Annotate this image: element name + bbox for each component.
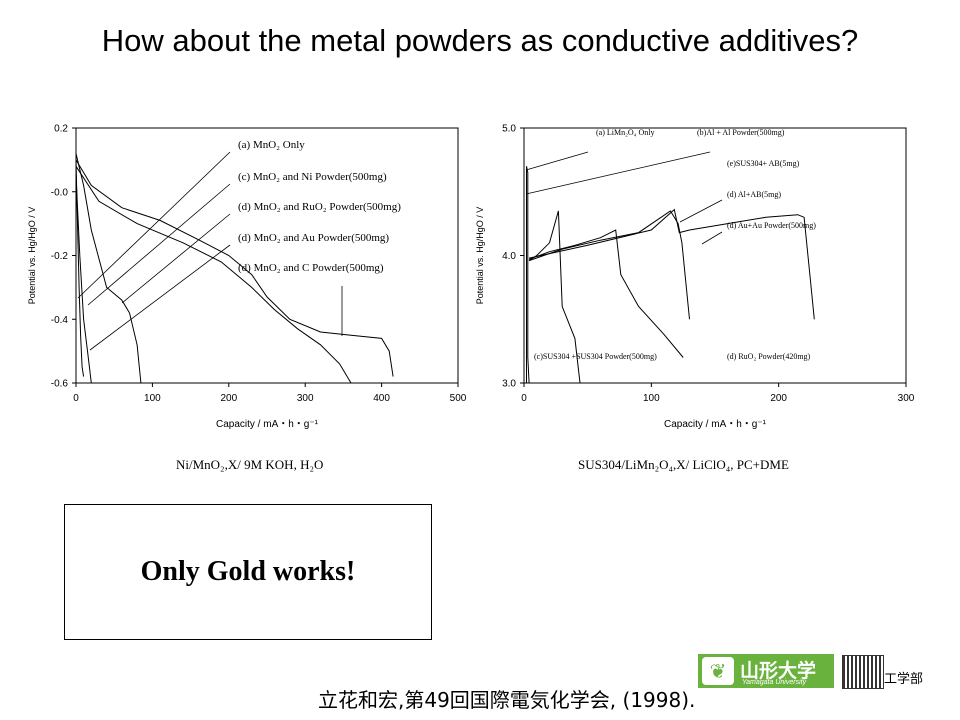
leaf-icon: ❦ [702,657,734,685]
logo-text: 山形大学 [740,660,817,682]
x-tick-label: 200 [220,393,237,404]
y-axis-label: Potential vs. Hg/HgO / V [27,207,37,305]
y-tick-label: -0.6 [51,379,69,390]
slide-title: How about the metal powders as conductiv… [101,23,859,58]
y-tick-label: -0.2 [51,251,69,262]
caption-left: Ni/MnO₂,X/ 9M KOH, H₂O [176,457,324,472]
conclusion-box: Only Gold works! [64,504,432,640]
annotation-label: (d) RuO₂ Powder(420mg) [727,352,811,361]
annotation-leader [701,231,723,245]
conclusion-text: Only Gold works! [140,556,356,587]
caption-right: SUS304/LiMn₂O₄,X/ LiClO₄, PC+DME [578,457,789,472]
y-tick-label: 0.2 [54,124,68,135]
series-line-3 [75,153,142,384]
x-tick-label: 0 [73,393,79,404]
plot-frame [523,127,907,384]
annotation-label: (d) MnO₂ and C Powder(500mg) [238,262,384,274]
y-tick-label: -0.4 [51,315,69,326]
x-tick-label: 300 [297,393,314,404]
series-line-1 [75,159,85,377]
series-line-4 [75,159,394,377]
x-tick-label: 200 [770,393,787,404]
x-axis-label: Capacity / mA・h・g⁻¹ [664,419,767,430]
annotation-label: (c)SUS304 +SUS304 Powder(500mg) [534,352,657,361]
citation: 立花和宏,第49回国際電気化学会, (1998). [318,688,696,712]
series-line-3 [528,229,684,358]
series-line-2 [75,175,92,384]
university-logo: ❦ 山形大学 Yamagata University [698,654,834,688]
y-tick-label: -0.0 [51,187,69,198]
annotation-leader [121,213,231,304]
annotation-label: (b)Al + Al Powder(500mg) [697,128,785,137]
x-tick-label: 100 [643,393,660,404]
annotation-label: (d) Al+AB(5mg) [727,190,781,199]
annotation-leader [525,151,711,195]
x-tick-label: 400 [373,393,390,404]
annotation-label: (d) MnO₂ and RuO₂ Powder(500mg) [238,201,401,213]
series-line-2 [528,210,581,384]
series-line-1 [526,166,530,384]
building-seal-icon [842,655,884,689]
series-line-5 [75,166,352,384]
annotation-leader [679,199,723,223]
x-tick-label: 500 [450,393,467,404]
annotation-label: (e)SUS304+ AB(5mg) [727,159,800,168]
series-line-5 [528,208,815,320]
annotation-leader [89,244,231,351]
plot-frame [75,127,459,384]
y-tick-label: 4.0 [502,251,516,262]
annotation-leader [525,151,589,171]
y-tick-label: 5.0 [502,124,516,135]
annotation-label: (a) LiMn₂O₄ Only [596,128,654,137]
x-tick-label: 300 [898,393,915,404]
logo-subtext: Yamagata University [742,679,807,686]
annotation-leader [87,183,231,306]
x-tick-label: 0 [521,393,527,404]
annotation-label: (c) MnO₂ and Ni Powder(500mg) [238,171,387,183]
x-axis-label: Capacity / mA・h・g⁻¹ [216,419,319,430]
annotation-leader [77,151,231,299]
y-tick-label: 3.0 [502,379,516,390]
annotation-label: (d) MnO₂ and Au Powder(500mg) [238,232,389,244]
x-tick-label: 100 [144,393,161,404]
y-axis-label: Potential vs. Hg/HgO / V [475,207,485,305]
faculty-label: 工学部 [884,672,924,687]
series-line-4 [528,210,690,320]
annotation-label: (a) MnO₂ Only [238,139,305,151]
annotation-label: (d) Au+Au Powder(500mg) [727,221,816,230]
